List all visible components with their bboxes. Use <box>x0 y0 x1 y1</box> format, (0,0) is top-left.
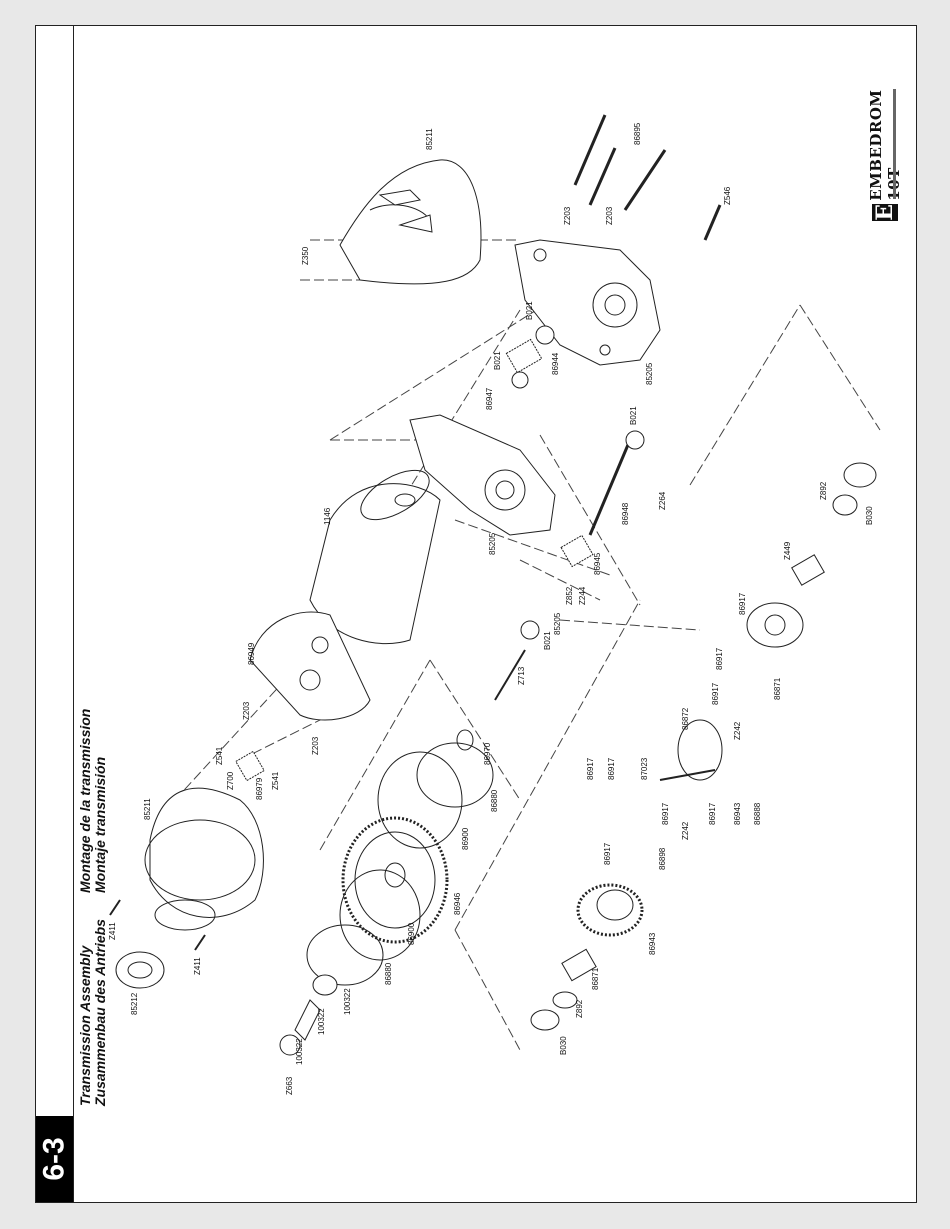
part-number-label: 85205 <box>553 612 562 635</box>
part-number-label: Z700 <box>226 771 235 790</box>
section-badge: 6-3 <box>36 1116 73 1202</box>
assembly-guide-lines <box>174 239 881 1051</box>
part-number-label: Z244 <box>578 586 587 605</box>
part-number-label: 86900 <box>461 827 470 850</box>
part-number-label: Z663 <box>285 1076 294 1095</box>
outdrive-cup-right <box>791 554 825 586</box>
part-number-label: Z546 <box>723 186 732 205</box>
diff-case <box>746 602 804 648</box>
part-number-label: 86944 <box>551 352 560 375</box>
part-number-label: 86979 <box>255 777 264 800</box>
diff-plate <box>677 719 723 781</box>
spur-gear <box>341 816 449 944</box>
part-number-label: 86948 <box>621 502 630 525</box>
part-number-label: 86970 <box>483 742 492 765</box>
part-number-label: Z203 <box>563 206 572 225</box>
output-gear <box>560 534 594 568</box>
part-number-label: Z852 <box>565 586 574 605</box>
part-number-label: 85205 <box>645 362 654 385</box>
part-number-label: 86871 <box>591 967 600 990</box>
part-number-label: 86917 <box>661 802 670 825</box>
part-number-label: Z449 <box>783 541 792 560</box>
part-number-label: 1146 <box>323 507 332 525</box>
idler-gear <box>505 338 543 374</box>
side-strip <box>36 26 74 1202</box>
bearing-mid <box>511 371 529 389</box>
slipper-plate-bottom <box>339 869 421 961</box>
diff-ring-gear <box>576 883 644 937</box>
part-number-label: Z264 <box>658 491 667 510</box>
part-number-label: 86943 <box>733 802 742 825</box>
part-number-label: 100322 <box>317 1008 326 1035</box>
part-number-label: Z713 <box>517 666 526 685</box>
bearing-outdrive-right <box>843 462 877 488</box>
part-number-label: 86872 <box>681 707 690 730</box>
bearing-idler <box>625 430 645 450</box>
part-number-label: Z541 <box>215 746 224 765</box>
slipper-spring <box>294 999 321 1041</box>
part-number-label: Z541 <box>271 771 280 790</box>
part-number-label: Z203 <box>311 736 320 755</box>
motor-shaft <box>588 439 632 536</box>
slipper-pad-top <box>416 742 494 808</box>
diff-shaft <box>659 769 716 781</box>
part-number-label: B021 <box>525 301 534 320</box>
part-number-label: Z892 <box>575 999 584 1018</box>
outdrive-cup-left <box>561 948 597 982</box>
slipper-plate-top <box>377 751 463 849</box>
bearing-top <box>535 325 555 345</box>
part-number-label: Z350 <box>301 246 310 265</box>
input-shaft <box>494 649 526 701</box>
part-number-label: 86947 <box>485 387 494 410</box>
part-number-label: 86917 <box>607 757 616 780</box>
part-number-label: 86917 <box>715 647 724 670</box>
bearing-outdrive-left <box>530 1009 560 1031</box>
part-number-label: 86917 <box>586 757 595 780</box>
bearing-lower <box>520 620 540 640</box>
part-number-label: 86871 <box>773 677 782 700</box>
gearbox-housing-right <box>514 239 661 366</box>
shim-outdrive-right <box>832 494 858 516</box>
part-number-label: Z242 <box>681 821 690 840</box>
slipper-pad-bottom <box>306 924 384 986</box>
part-number-label: 86880 <box>384 962 393 985</box>
part-number-label: 86917 <box>738 592 747 615</box>
part-number-label: 100322 <box>295 1038 304 1065</box>
part-number-label: 100322 <box>343 988 352 1015</box>
part-number-label: Z203 <box>242 701 251 720</box>
part-number-label: 85211 <box>425 128 434 150</box>
part-number-label: 86917 <box>708 802 717 825</box>
part-number-label: 86898 <box>658 847 667 870</box>
part-number-label: Z411 <box>193 957 202 975</box>
part-number-label: 85205 <box>488 532 497 555</box>
spur-gear-cover <box>149 787 264 918</box>
part-number-label: 86949 <box>247 642 256 665</box>
part-number-label: 86895 <box>633 122 642 145</box>
part-number-label: 86888 <box>753 802 762 825</box>
part-number-label: Z203 <box>605 206 614 225</box>
part-number-label: Z411 <box>108 922 117 940</box>
part-number-label: B030 <box>865 506 874 525</box>
part-number-label: B021 <box>629 406 638 425</box>
outdrive-85212 <box>115 951 165 989</box>
part-number-label: B021 <box>493 351 502 370</box>
part-number-label: 86900 <box>407 922 416 945</box>
part-number-label: 85211 <box>143 798 152 820</box>
motor-plate <box>249 611 371 721</box>
part-number-label: 86943 <box>648 932 657 955</box>
part-number-label: 86880 <box>490 789 499 812</box>
part-number-label: B021 <box>543 631 552 650</box>
part-number-label: 86945 <box>593 552 602 575</box>
part-number-label: B030 <box>559 1036 568 1055</box>
part-number-label: 86946 <box>453 892 462 915</box>
part-number-label: 86917 <box>603 842 612 865</box>
part-number-label: 86917 <box>711 682 720 705</box>
part-number-label: 87023 <box>640 757 649 780</box>
part-number-label: Z892 <box>819 481 828 500</box>
part-number-label: Z242 <box>733 721 742 740</box>
pinion-gear <box>235 750 265 782</box>
part-number-label: 85212 <box>130 992 139 1015</box>
